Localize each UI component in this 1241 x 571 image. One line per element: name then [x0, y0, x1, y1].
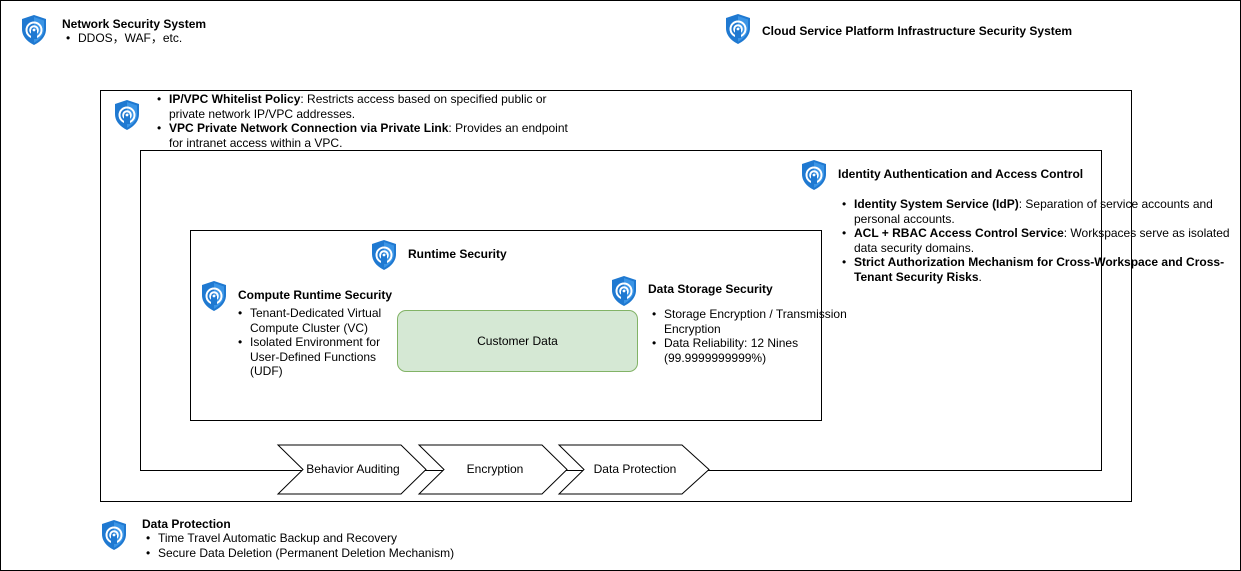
private-link-desc: : Provides an endpoint for intranet acce… [169, 121, 568, 150]
shield-icon [202, 281, 226, 311]
identity-title: Identity Authentication and Access Contr… [838, 167, 1084, 181]
whitelist-list: IP/VPC Whitelist Policy: Restricts acces… [153, 92, 573, 150]
identity-list: Identity System Service (IdP): Separatio… [838, 197, 1233, 284]
data-protection-title: Data Protection [142, 517, 231, 531]
storage-list: Storage Encryption / Transmission Encryp… [648, 307, 863, 365]
whitelist-policy-label: IP/VPC Whitelist Policy [169, 92, 301, 106]
cross-tenant-desc: . [978, 269, 982, 284]
list-item: VPC Private Network Connection via Priva… [157, 121, 573, 150]
network-security-list: DDOS，WAF，etc. [62, 31, 262, 46]
shield-icon [372, 240, 396, 270]
list-item: Isolated Environment for User-Defined Fu… [238, 335, 402, 379]
behavior-auditing-label: Behavior Auditing [306, 462, 400, 476]
list-item: DDOS，WAF，etc. [66, 31, 262, 46]
list-item: Storage Encryption / Transmission Encryp… [652, 307, 863, 336]
cross-tenant-label: Strict Authorization Mechanism for Cross… [854, 255, 1225, 284]
shield-icon [802, 160, 826, 190]
shield-icon [612, 276, 636, 306]
network-layer-box [100, 90, 1132, 502]
list-item: IP/VPC Whitelist Policy: Restricts acces… [157, 92, 573, 121]
compute-title: Compute Runtime Security [238, 288, 393, 302]
shield-icon [102, 520, 126, 550]
encryption-label: Encryption [466, 462, 524, 476]
compute-list: Tenant-Dedicated Virtual Compute Cluster… [232, 306, 402, 379]
acl-rbac-label: ACL + RBAC Access Control Service [854, 226, 1064, 240]
runtime-title: Runtime Security [408, 247, 507, 261]
idp-desc: : Separation of service accounts and per… [854, 197, 1213, 226]
process-arrows [276, 444, 710, 495]
network-security-title: Network Security System [62, 17, 207, 31]
storage-title: Data Storage Security [648, 282, 773, 296]
acl-rbac-desc: : Workspaces serve as isolated data secu… [854, 226, 1230, 255]
data-protection-list: Time Travel Automatic Backup and Recover… [142, 531, 542, 560]
whitelist-policy-desc: : Restricts access based on specified pu… [169, 92, 547, 121]
shield-icon [726, 14, 750, 44]
data-protection-step-label: Data Protection [593, 462, 677, 476]
list-item: Secure Data Deletion (Permanent Deletion… [146, 546, 542, 561]
list-item: Identity System Service (IdP): Separatio… [842, 197, 1233, 226]
list-item: Tenant-Dedicated Virtual Compute Cluster… [238, 306, 402, 335]
list-item: Time Travel Automatic Backup and Recover… [146, 531, 542, 546]
idp-label: Identity System Service (IdP) [854, 197, 1019, 211]
list-item: Strict Authorization Mechanism for Cross… [842, 255, 1233, 284]
shield-icon [22, 15, 46, 45]
list-item: ACL + RBAC Access Control Service: Works… [842, 226, 1233, 255]
encryption-arrow [417, 444, 568, 495]
behavior-auditing-arrow [276, 444, 427, 495]
data-protection-arrow [557, 444, 710, 495]
shield-icon [115, 100, 139, 130]
list-item: Data Reliability: 12 Nines (99.999999999… [652, 336, 863, 365]
private-link-label: VPC Private Network Connection via Priva… [169, 121, 449, 135]
cloud-platform-title: Cloud Service Platform Infrastructure Se… [762, 24, 1073, 38]
customer-data-box: Customer Data [397, 310, 638, 372]
